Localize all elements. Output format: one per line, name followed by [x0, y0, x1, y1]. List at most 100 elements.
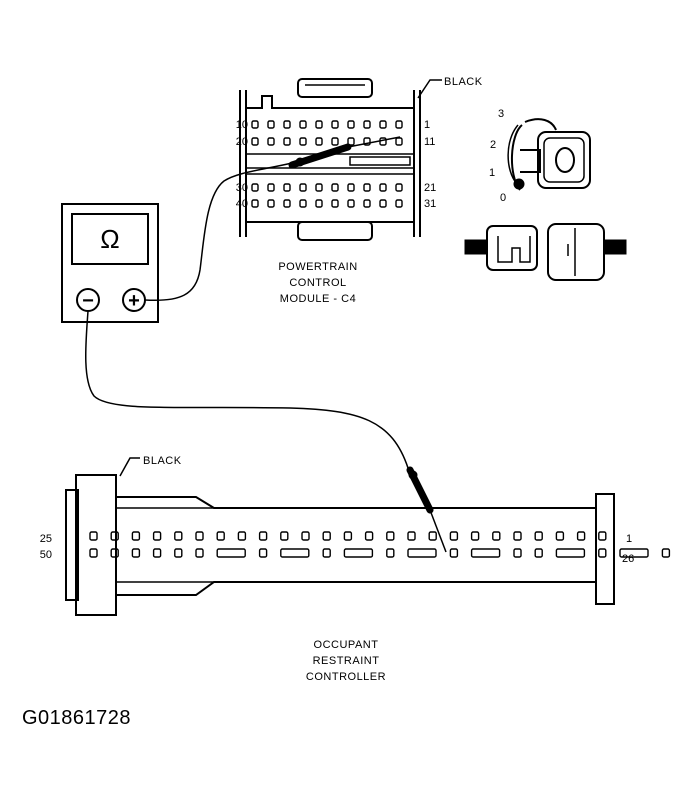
- pcm-caption-line3: MODULE - C4: [280, 293, 356, 305]
- pcm-pin-label-11: 11: [424, 136, 435, 148]
- negative-test-lead: [85, 310, 447, 553]
- pcm-pin-hole: [363, 183, 371, 192]
- pcm-pin-hole: [267, 199, 275, 208]
- orc-connector: [65, 474, 671, 616]
- pcm-pin-hole: [347, 199, 355, 208]
- pcm-pin-hole: [251, 137, 259, 146]
- orc-pin-hole: [195, 548, 204, 558]
- orc-pin-hole: [513, 548, 522, 558]
- orc-pin-label-50: 50: [40, 549, 52, 561]
- orc-pin-label-25: 25: [40, 533, 52, 545]
- orc-pin-hole: [598, 548, 607, 558]
- orc-pin-hole: [322, 548, 331, 558]
- pcm-pin-hole: [315, 137, 323, 146]
- pcm-pin-hole: [331, 183, 339, 192]
- orc-pin-hole: [110, 548, 119, 558]
- pcm-pin-hole: [299, 137, 307, 146]
- pcm-pin-hole: [283, 120, 291, 129]
- orc-pin-hole: [152, 548, 162, 558]
- orc-pin-hole: [110, 531, 119, 541]
- pcm-pin-hole: [315, 199, 323, 208]
- pcm-pin-hole: [379, 183, 387, 192]
- orc-pin-hole: [152, 531, 162, 541]
- pcm-pin-hole: [251, 120, 259, 129]
- orc-connector-color: BLACK: [143, 455, 182, 467]
- orc-pin-hole: [280, 531, 289, 541]
- positive-terminal-icon: +: [128, 290, 140, 312]
- pcm-pin-hole: [347, 120, 355, 129]
- pcm-pin-hole: [283, 137, 291, 146]
- orc-pin-hole: [534, 548, 543, 558]
- orc-caption-line1: OCCUPANT: [314, 639, 379, 651]
- orc-pin-hole: [195, 531, 204, 541]
- pcm-pin-hole: [347, 183, 355, 192]
- pcm-pin-holes: [251, 120, 403, 208]
- figure-id: G01861728: [22, 707, 131, 729]
- pcm-pin-hole: [251, 199, 259, 208]
- orc-pin-hole: [89, 548, 98, 558]
- pcm-pin-label-40: 40: [236, 198, 248, 210]
- pcm-pin-label-30: 30: [236, 182, 248, 194]
- orc-pin-hole: [131, 548, 141, 558]
- pcm-pin-hole: [395, 120, 403, 129]
- ignition-position-1: 1: [489, 167, 495, 179]
- orc-pin-hole: [237, 531, 247, 541]
- orc-pin-hole: [174, 548, 183, 558]
- pcm-pin-label-31: 31: [424, 198, 436, 210]
- pcm-pin-hole: [299, 199, 307, 208]
- orc-pin-slot: [216, 548, 246, 558]
- ignition-position-0: 0: [500, 192, 506, 204]
- orc-pin-hole: [492, 531, 501, 541]
- pcm-pin-hole: [283, 183, 291, 192]
- pcm-pin-hole: [267, 183, 275, 192]
- orc-pin-hole: [343, 531, 353, 541]
- positive-test-lead: [144, 136, 401, 302]
- pcm-pin-hole: [299, 183, 307, 192]
- orc-pin-hole: [555, 531, 565, 541]
- orc-pin-hole: [386, 531, 395, 541]
- pcm-connector-color: BLACK: [444, 76, 483, 88]
- pcm-pin-hole: [347, 137, 355, 146]
- orc-pin-hole: [407, 531, 416, 541]
- orc-pin-hole: [449, 531, 459, 541]
- pcm-pin-label-21: 21: [424, 182, 436, 194]
- orc-pin-holes: [89, 531, 671, 558]
- orc-pin-slot: [343, 548, 374, 558]
- orc-color-leader: [119, 457, 140, 477]
- orc-caption-line2: RESTRAINT: [313, 655, 380, 667]
- ohm-symbol: Ω: [100, 224, 119, 254]
- orc-pin-hole: [513, 531, 522, 541]
- negative-terminal-icon: −: [82, 290, 94, 312]
- pcm-caption-line1: POWERTRAIN: [278, 261, 357, 273]
- orc-pin-slot: [470, 548, 501, 558]
- pcm-pin-hole: [267, 120, 275, 129]
- orc-pin-hole: [449, 548, 459, 558]
- pcm-pin-hole: [363, 199, 371, 208]
- orc-pin-hole: [661, 548, 671, 558]
- orc-pin-hole: [534, 531, 543, 541]
- pcm-pin-hole: [395, 199, 403, 208]
- pcm-pin-label-20: 20: [236, 136, 248, 148]
- pcm-pin-hole: [283, 199, 291, 208]
- orc-pin-label-1: 1: [626, 533, 632, 545]
- orc-pin-hole: [216, 531, 225, 541]
- pcm-pin-hole: [379, 199, 387, 208]
- pcm-pin-hole: [395, 137, 403, 146]
- orc-pin-hole: [364, 531, 374, 541]
- pcm-pin-label-1: 1: [424, 119, 430, 131]
- orc-pin-hole: [576, 531, 586, 541]
- ohmmeter: [61, 203, 159, 323]
- ignition-position-2: 2: [490, 139, 496, 151]
- orc-caption-line3: CONTROLLER: [306, 671, 386, 683]
- pcm-pin-hole: [267, 137, 275, 146]
- orc-pin-hole: [322, 531, 331, 541]
- orc-pin-hole: [131, 531, 141, 541]
- orc-pin-slot: [555, 548, 586, 558]
- pcm-pin-hole: [331, 120, 339, 129]
- orc-pin-hole: [258, 548, 268, 558]
- disconnected-connector-icon: [464, 223, 627, 281]
- orc-pin-hole: [598, 531, 607, 541]
- orc-pin-hole: [258, 531, 268, 541]
- pcm-pin-hole: [299, 120, 307, 129]
- pcm-pin-hole: [379, 120, 387, 129]
